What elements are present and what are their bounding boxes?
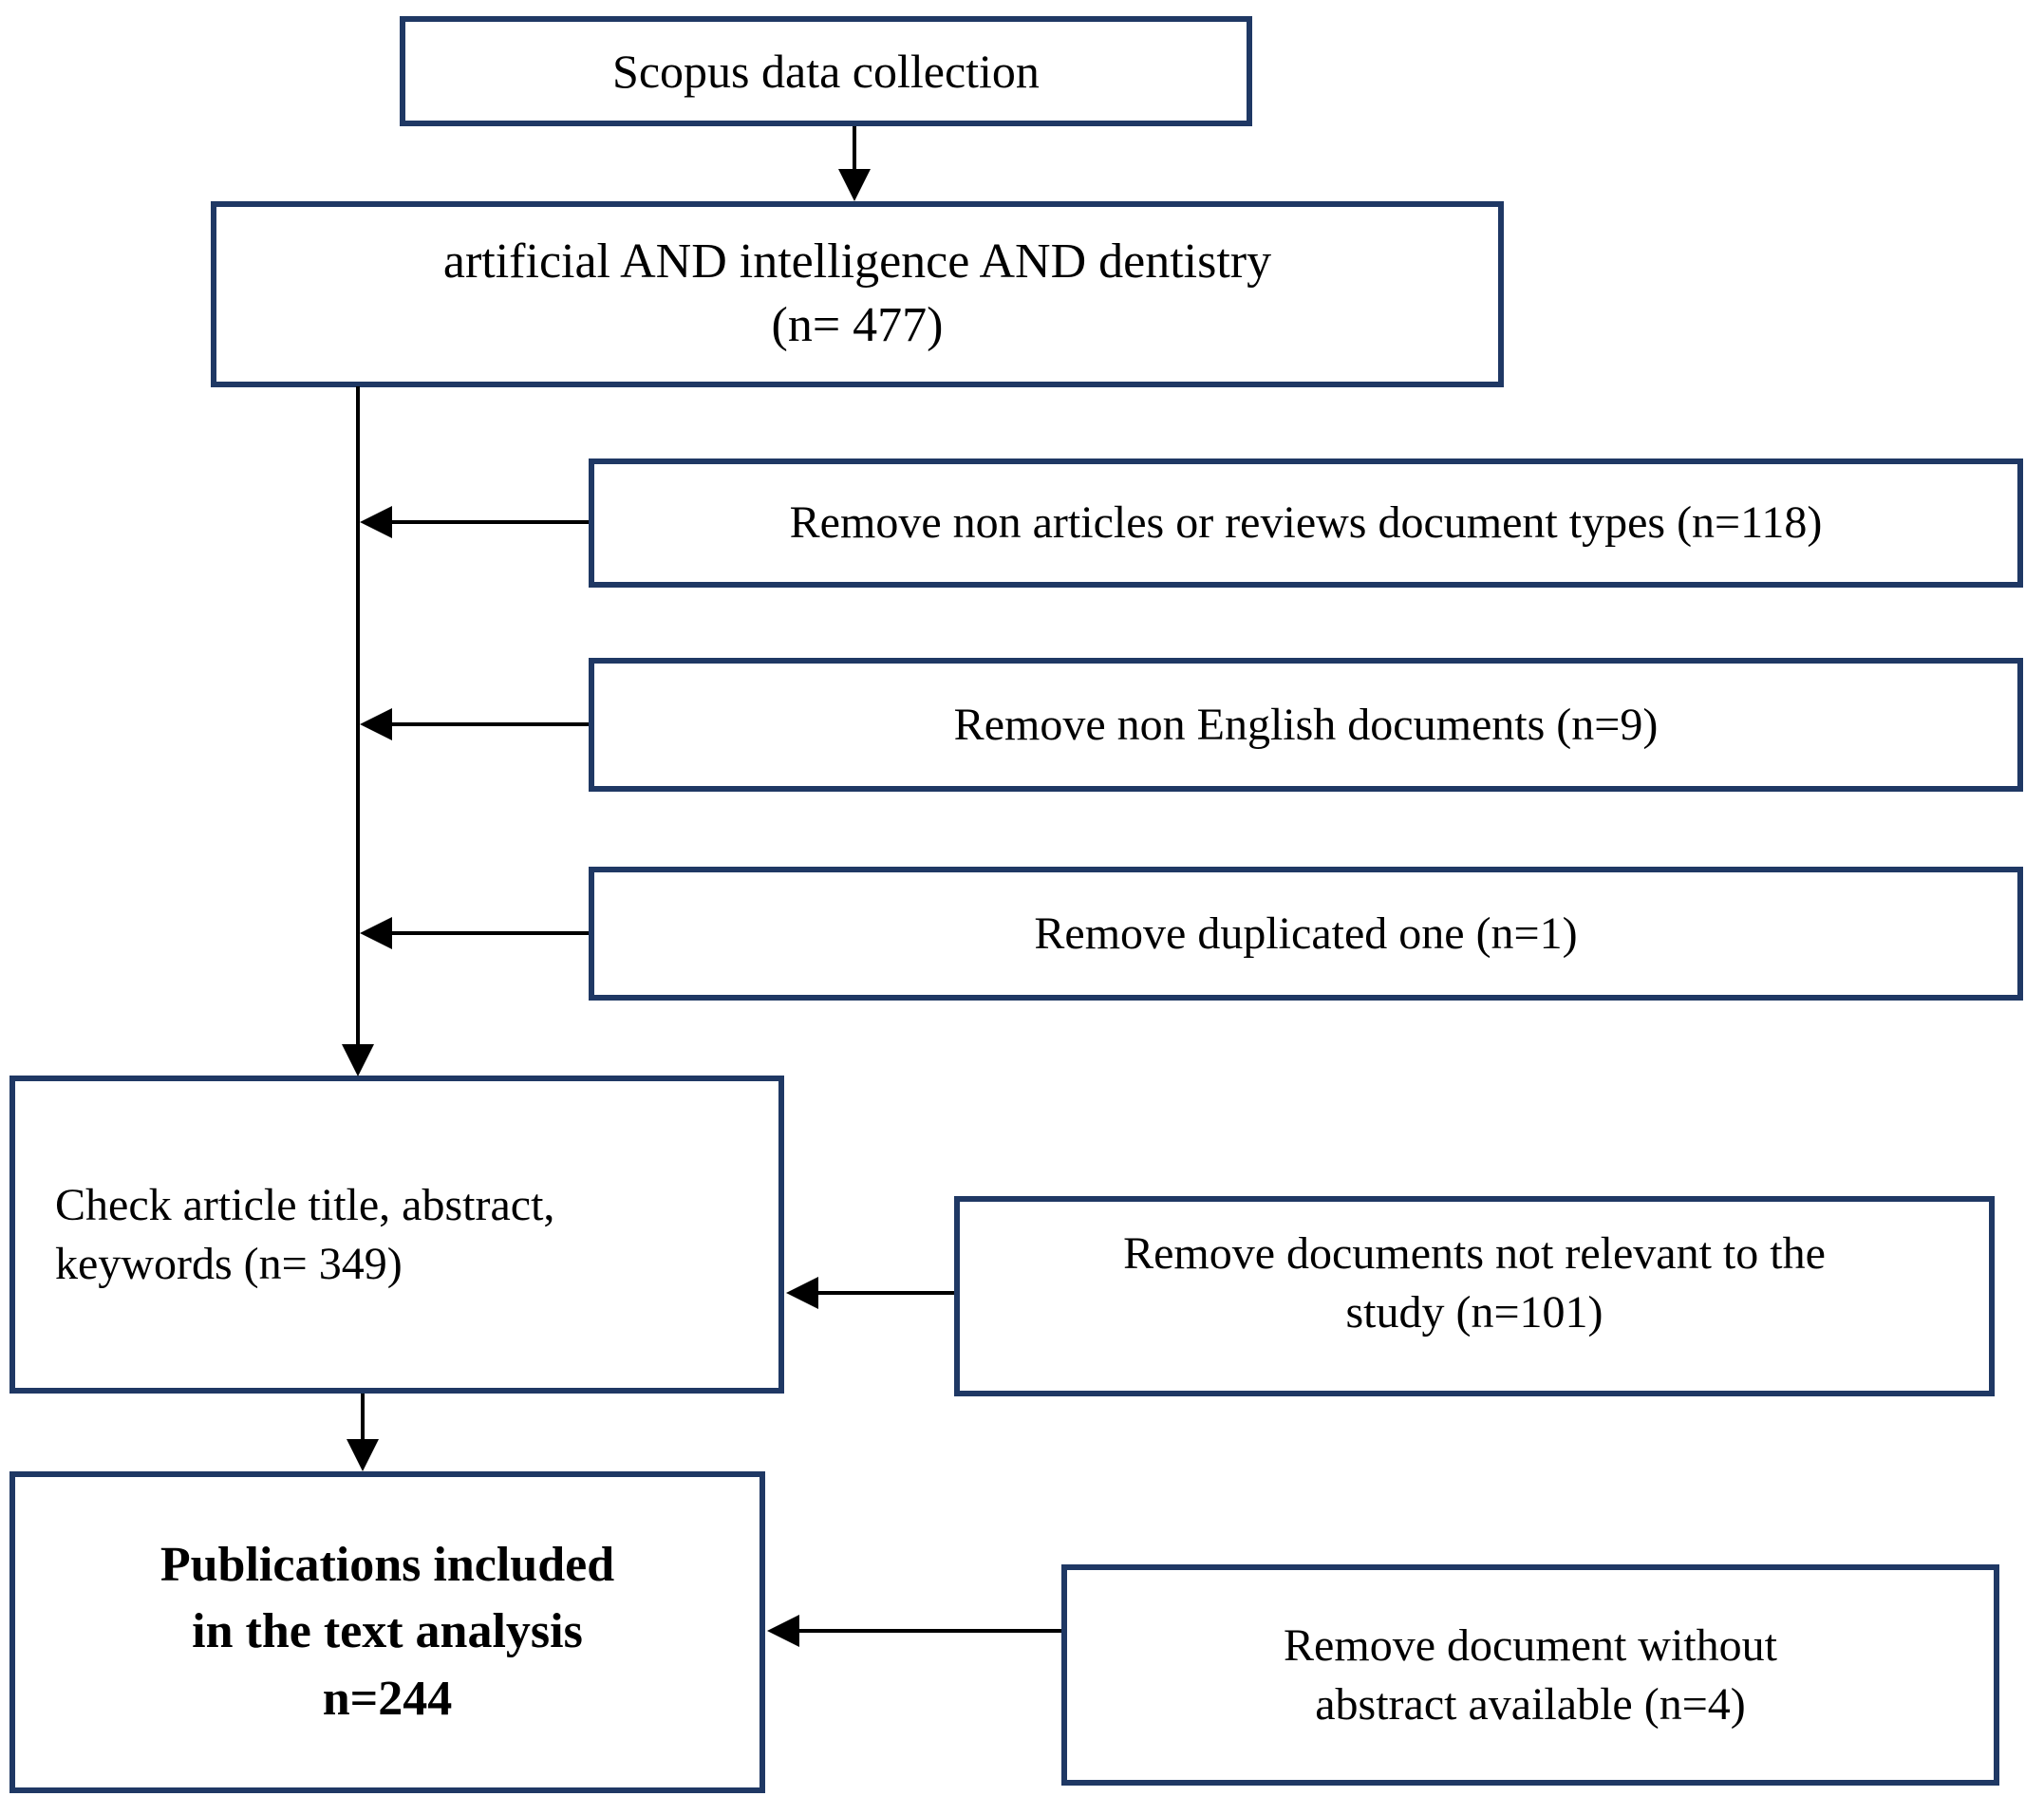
arrow-head-down-icon — [347, 1439, 379, 1471]
box-text: study (n=101) — [1345, 1286, 1603, 1338]
flowchart-box-check-title-abstract-keywords: Check article title, abstract, keywords … — [9, 1076, 784, 1394]
flowchart-box-publications-included: Publications included in the text analys… — [9, 1471, 765, 1793]
arrow-head-left-icon — [360, 917, 392, 949]
arrow-head-left-icon — [360, 708, 392, 740]
flowchart-box-search-query: artificial AND intelligence AND dentistr… — [211, 201, 1504, 387]
box-text: n=244 — [322, 1671, 453, 1726]
flowchart-box-remove-not-relevant: Remove documents not relevant to the stu… — [954, 1196, 1995, 1396]
arrow-head-left-icon — [786, 1277, 818, 1309]
flowchart-box-remove-non-articles: Remove non articles or reviews document … — [589, 458, 2023, 588]
box-text: Remove non English documents (n=9) — [953, 699, 1659, 750]
box-text: Remove document without — [1284, 1620, 1777, 1672]
box-text: Publications included — [159, 1538, 615, 1593]
arrow-line — [392, 722, 589, 726]
box-text: Remove documents not relevant to the — [1123, 1228, 1826, 1280]
arrow-head-left-icon — [360, 506, 392, 538]
box-text: in the text analysis — [192, 1604, 583, 1659]
box-text: (n= 477) — [771, 298, 944, 352]
box-text: Remove non articles or reviews document … — [789, 497, 1823, 549]
box-text: keywords (n= 349) — [55, 1238, 403, 1289]
flowchart-box-remove-duplicated: Remove duplicated one (n=1) — [589, 867, 2023, 1001]
box-text: Remove duplicated one (n=1) — [1034, 908, 1578, 959]
arrow-head-down-icon — [342, 1044, 374, 1076]
arrow-line — [853, 126, 856, 174]
arrow-line — [356, 386, 360, 1049]
arrow-line — [818, 1291, 954, 1295]
arrow-head-down-icon — [838, 169, 871, 201]
flowchart-box-remove-non-english: Remove non English documents (n=9) — [589, 658, 2023, 792]
flowchart-box-remove-no-abstract: Remove document without abstract availab… — [1061, 1564, 1999, 1786]
box-text: Check article title, abstract, — [55, 1180, 555, 1231]
box-text: abstract available (n=4) — [1315, 1678, 1746, 1730]
arrow-line — [799, 1629, 1061, 1633]
arrow-head-left-icon — [767, 1615, 799, 1647]
arrow-line — [361, 1394, 365, 1443]
flowchart-box-scopus-data-collection: Scopus data collection — [400, 16, 1252, 126]
box-text: artificial AND intelligence AND dentistr… — [442, 234, 1272, 290]
box-text: Scopus data collection — [612, 45, 1040, 98]
arrow-line — [392, 520, 589, 524]
arrow-line — [392, 931, 589, 935]
